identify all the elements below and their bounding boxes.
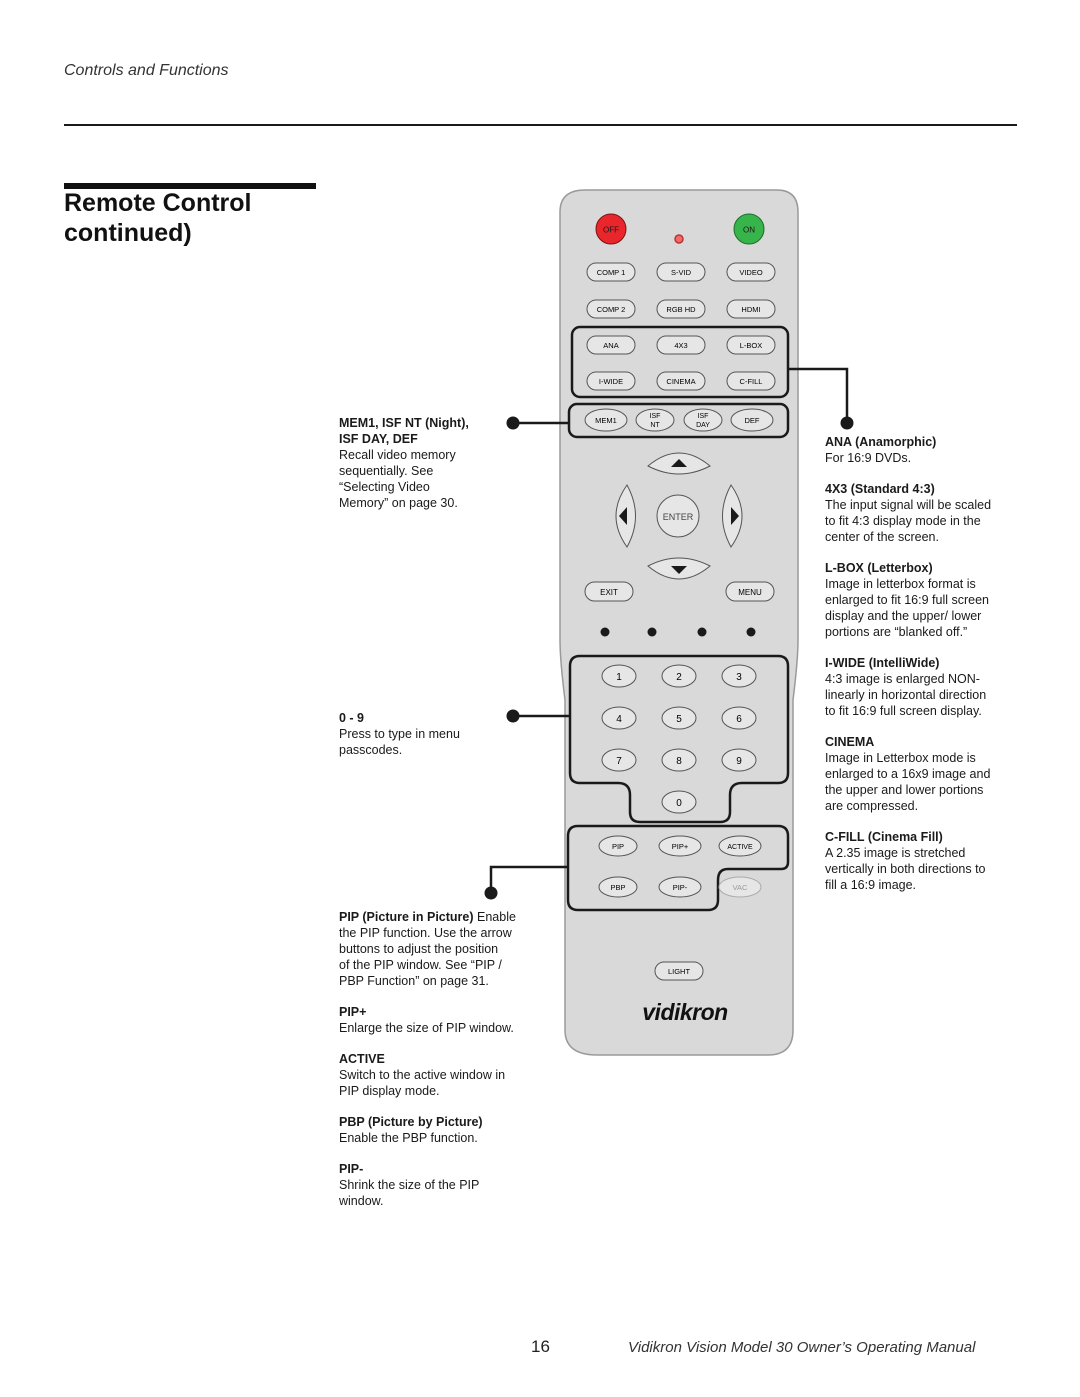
on-label: ON (743, 226, 755, 235)
note-pip-minus: PIP- Shrink the size of the PIP window. (339, 1162, 480, 1208)
aspect-row-1: ANA 4X3 L-BOX (586, 335, 776, 355)
svg-text:VIDEO: VIDEO (739, 268, 763, 277)
svg-text:ACTIVE: ACTIVE (727, 844, 753, 851)
note-pip-group: PIP (Picture in Picture) Enable the PIP … (339, 909, 539, 1224)
page-title: Remote Control continued) (64, 188, 252, 248)
pip-group-outline (566, 824, 790, 912)
manual-title: Vidikron Vision Model 30 Owner’s Operati… (628, 1339, 976, 1356)
exit-button (584, 581, 634, 602)
svg-text:VAC: VAC (733, 883, 748, 892)
page-title-line2: continued) (64, 219, 192, 247)
pip-row-1: PIP PIP+ ACTIVE (598, 835, 762, 857)
aspect-group-outline (570, 325, 790, 399)
note-memory: MEM1, ISF NT (Night), ISF DAY, DEF Recal… (339, 416, 469, 510)
svg-text:COMP 1: COMP 1 (597, 268, 626, 277)
svg-text:LIGHT: LIGHT (668, 967, 691, 976)
note-digits: 0 - 9 Press to type in menu passcodes. (339, 711, 460, 757)
svg-text:I-WIDE: I-WIDE (599, 377, 623, 386)
svg-text:4X3: 4X3 (674, 341, 687, 350)
svg-text:1: 1 (616, 672, 622, 683)
svg-text:6: 6 (736, 714, 742, 725)
indicator-light (674, 234, 684, 244)
svg-text:4: 4 (616, 714, 622, 725)
notes-aspect: ANA (Anamorphic) For 16:9 DVDs. 4X3 (Sta… (825, 434, 1025, 908)
pip-row-2: PBP PIP- VAC (598, 876, 762, 898)
svg-text:5: 5 (676, 714, 682, 725)
off-label: OFF (603, 226, 619, 235)
note-cfill: C-FILL (Cinema Fill) A 2.35 image is str… (825, 830, 986, 892)
svg-text:EXIT: EXIT (600, 588, 618, 597)
page-title-line1: Remote Control (64, 189, 252, 217)
off-button (595, 213, 627, 245)
menu-button (725, 581, 775, 602)
note-pip: PIP (Picture in Picture) Enable the PIP … (339, 910, 516, 988)
light-button (654, 961, 704, 981)
svg-text:COMP 2: COMP 2 (597, 305, 626, 314)
callout-lines (489, 367, 849, 890)
callout-dots (484, 416, 854, 900)
dot-row (600, 627, 756, 637)
remote-body (559, 189, 799, 1056)
svg-text:PIP+: PIP+ (672, 842, 689, 851)
svg-text:C-FILL: C-FILL (740, 377, 763, 386)
memory-row: MEM1 ISF NT ISF DAY DEF (584, 408, 774, 432)
note-lbox: L-BOX (Letterbox) Image in letterbox for… (825, 561, 989, 639)
note-pip-plus: PIP+ Enlarge the size of PIP window. (339, 1005, 514, 1035)
svg-text:DAY: DAY (696, 422, 710, 429)
keypad: 1 2 3 4 5 6 7 8 9 0 (601, 664, 757, 814)
svg-text:MEM1: MEM1 (595, 416, 617, 425)
header-rule (64, 124, 1017, 126)
on-button (733, 213, 765, 245)
note-pbp: PBP (Picture by Picture) Enable the PBP … (339, 1115, 483, 1145)
svg-text:3: 3 (736, 672, 742, 683)
section-header: Controls and Functions (64, 62, 229, 79)
keypad-group-outline (568, 654, 790, 824)
note-cinema: CINEMA Image in Letterbox mode is enlarg… (825, 735, 991, 813)
svg-text:PIP-: PIP- (673, 883, 688, 892)
navigation-pad: ENTER (615, 452, 743, 580)
note-iwide: I-WIDE (IntelliWide) 4:3 image is enlarg… (825, 656, 987, 718)
memory-group-outline (567, 402, 790, 439)
svg-text:MENU: MENU (738, 588, 762, 597)
svg-text:NT: NT (650, 422, 660, 429)
svg-text:0: 0 (676, 798, 682, 809)
svg-text:8: 8 (676, 756, 682, 767)
note-active: ACTIVE Switch to the active window in PI… (339, 1052, 506, 1098)
svg-text:CINEMA: CINEMA (666, 377, 695, 386)
svg-text:2: 2 (676, 672, 682, 683)
svg-text:ANA: ANA (603, 341, 618, 350)
svg-text:PBP: PBP (610, 883, 625, 892)
aspect-row-2: I-WIDE CINEMA C-FILL (586, 371, 776, 391)
svg-text:L-BOX: L-BOX (740, 341, 763, 350)
vidikron-logo: vidikron (642, 999, 728, 1025)
page-number: 16 (531, 1337, 550, 1356)
note-ana: ANA (Anamorphic) For 16:9 DVDs. (825, 435, 937, 465)
title-rule (64, 183, 316, 189)
svg-text:DEF: DEF (745, 416, 760, 425)
svg-text:HDMI: HDMI (741, 305, 760, 314)
svg-text:9: 9 (736, 756, 742, 767)
svg-text:ISF: ISF (650, 413, 661, 420)
enter-label: ENTER (663, 512, 694, 522)
svg-text:7: 7 (616, 756, 622, 767)
note-4x3: 4X3 (Standard 4:3) The input signal will… (825, 482, 992, 544)
svg-text:RGB HD: RGB HD (666, 305, 696, 314)
remote-illustration: OFF ON COMP 1 S-VID VIDEO COMP 2 RGB HD … (484, 189, 854, 1056)
source-row-1: COMP 1 S-VID VIDEO (586, 262, 776, 282)
source-row-2: COMP 2 RGB HD HDMI (586, 299, 776, 319)
svg-text:S-VID: S-VID (671, 268, 692, 277)
svg-text:PIP: PIP (612, 842, 624, 851)
svg-text:ISF: ISF (698, 413, 709, 420)
